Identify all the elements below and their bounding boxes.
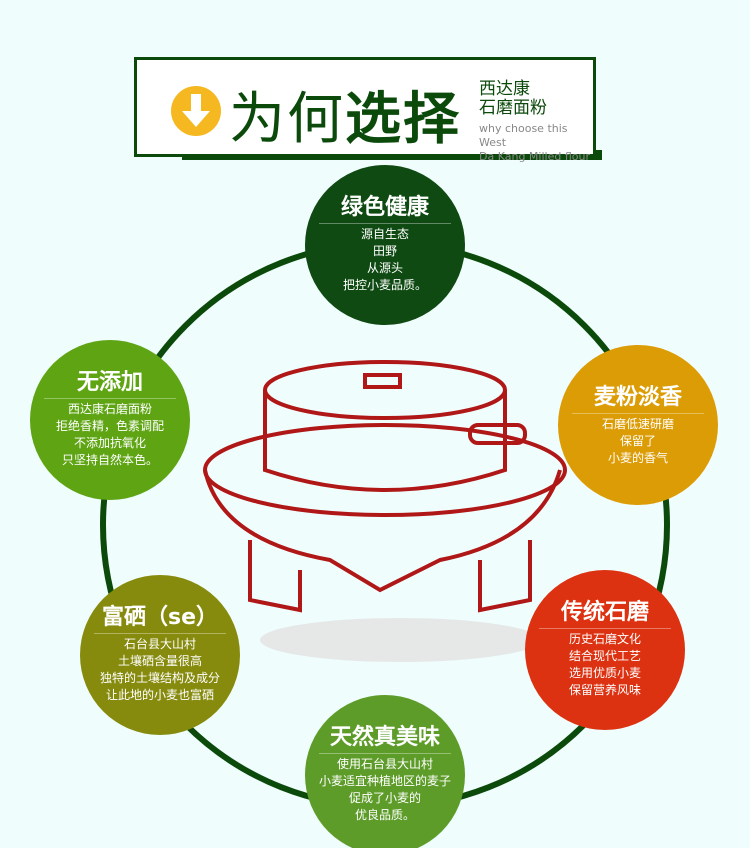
- subtitle: 西达康石磨面粉: [479, 80, 547, 118]
- feature-line: 把控小麦品质。: [342, 278, 427, 292]
- feature-line: 使用石台县大山村: [336, 757, 433, 771]
- feature-line: 历史石磨文化: [568, 632, 641, 646]
- subtitle-line-1: 西达康: [479, 79, 530, 99]
- feature-line: 只坚持自然本色。: [61, 453, 158, 467]
- feature-line: 石台县大山村: [123, 637, 196, 651]
- feature-line: 选用优质小麦: [568, 666, 641, 680]
- down-arrow-icon: [171, 86, 221, 136]
- feature-line: 源自生态: [360, 227, 409, 241]
- feature-line: 从源头: [366, 261, 403, 275]
- feature-line: 优良品质。: [354, 808, 415, 822]
- page-title: 为何选择: [229, 74, 461, 155]
- feature-circle-no-additives: 无添加西达康石磨面粉拒绝香精，色素调配不添加抗氧化只坚持自然本色。: [30, 340, 190, 500]
- feature-line: 不添加抗氧化: [73, 436, 146, 450]
- feature-line: 小麦的香气: [607, 451, 668, 465]
- feature-line: 小麦适宜种植地区的麦子: [318, 774, 451, 788]
- feature-title: 天然真美味: [319, 725, 451, 754]
- feature-line: 土壤硒含量很高: [117, 654, 202, 668]
- feature-line: 西达康石磨面粉: [67, 402, 152, 416]
- feature-line: 石磨低速研磨: [601, 417, 674, 431]
- subtitle-line-2: 石磨面粉: [479, 98, 547, 118]
- english-line-2: Da Kang Milled flour: [479, 150, 590, 163]
- english-line-1: why choose this West: [479, 122, 568, 149]
- feature-line: 独特的土壤结构及成分: [99, 671, 220, 685]
- feature-line: 保留营养风味: [568, 683, 641, 697]
- feature-title: 绿色健康: [319, 195, 451, 224]
- feature-circle-traditional-millstone: 传统石磨历史石磨文化结合现代工艺选用优质小麦保留营养风味: [525, 570, 685, 730]
- feature-line: 促成了小麦的: [348, 791, 421, 805]
- feature-circle-natural-taste: 天然真美味使用石台县大山村小麦适宜种植地区的麦子促成了小麦的优良品质。: [305, 695, 465, 848]
- feature-line: 让此地的小麦也富硒: [105, 688, 214, 702]
- feature-line: 保留了: [619, 434, 656, 448]
- feature-title: 传统石磨: [539, 600, 671, 629]
- title-part-2: 选择: [345, 87, 461, 152]
- title-part-1: 为何: [229, 87, 345, 152]
- feature-circle-green-health: 绿色健康源自生态田野从源头把控小麦品质。: [305, 165, 465, 325]
- feature-circle-light-aroma: 麦粉淡香石磨低速研磨保留了小麦的香气: [558, 345, 718, 505]
- feature-title: 麦粉淡香: [572, 385, 704, 414]
- feature-line: 结合现代工艺: [568, 649, 641, 663]
- feature-line: 田野: [372, 244, 397, 258]
- feature-title: 无添加: [44, 370, 176, 399]
- feature-line: 拒绝香精，色素调配: [55, 419, 164, 433]
- feature-circle-selenium-rich: 富硒（se） 石台县大山村土壤硒含量很高独特的土壤结构及成分让此地的小麦也富硒: [80, 575, 240, 735]
- feature-title: 富硒（se）: [94, 605, 226, 634]
